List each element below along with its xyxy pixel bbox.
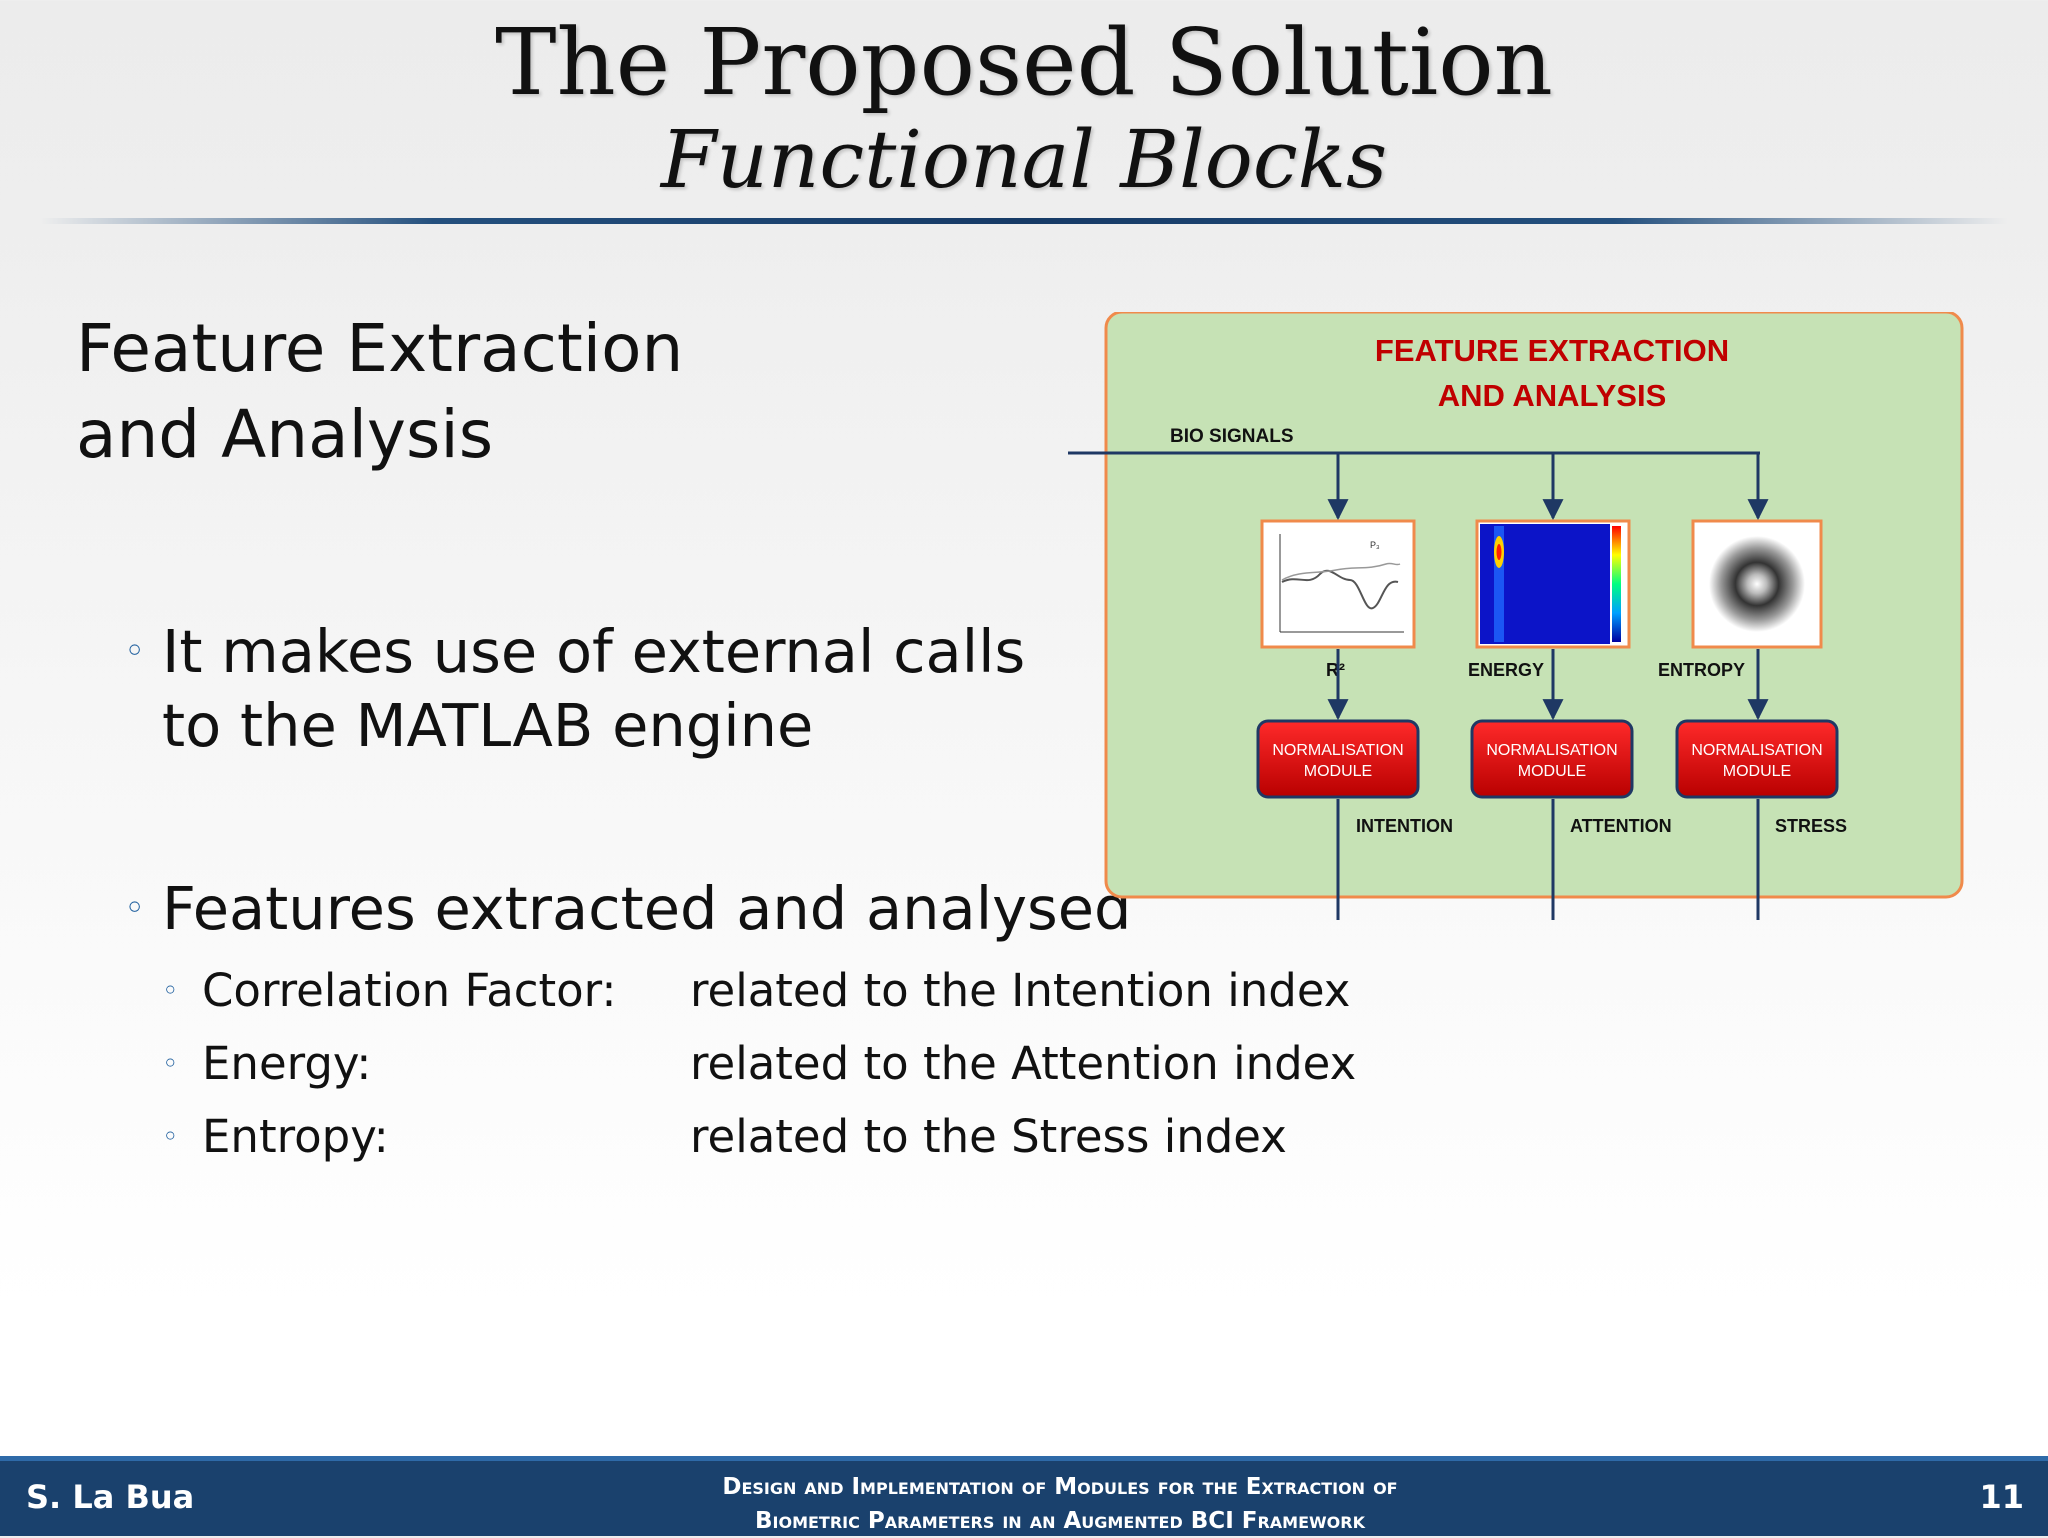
sub-bullet-circle-icon: ◦ — [162, 1120, 179, 1153]
bullet-matlab-calls: ◦ It makes use of external calls to the … — [124, 615, 1026, 763]
sub-bullet-desc: related to the Stress index — [690, 1110, 1287, 1163]
title-divider — [40, 218, 2008, 224]
sub-bullet-correlation: ◦ Correlation Factor: related to the Int… — [162, 962, 1350, 1020]
sub-bullet-desc: related to the Attention index — [690, 1037, 1357, 1090]
svg-text:NORMALISATION: NORMALISATION — [1691, 742, 1822, 759]
bullet-circle-icon: ◦ — [124, 888, 146, 929]
svg-text:MODULE: MODULE — [1518, 763, 1586, 780]
slide-subtitle: Functional Blocks — [660, 113, 1388, 206]
svg-text:P₃: P₃ — [1370, 540, 1380, 550]
normalisation-module-3: NORMALISATION MODULE — [1675, 719, 1839, 799]
bullet-circle-icon: ◦ — [124, 631, 146, 672]
bullet-text-line: It makes use of external calls — [162, 617, 1026, 686]
spectrogram-thumbnail — [1475, 519, 1631, 649]
sub-bullet-term: Energy: — [202, 1037, 372, 1090]
feature-extraction-diagram: FEATURE EXTRACTION AND ANALYSIS BIO SIGN… — [1068, 312, 1964, 920]
section-heading-line-2: and Analysis — [76, 396, 494, 473]
slide-title: The Proposed Solution — [495, 9, 1553, 116]
slide-number: 11 — [1979, 1478, 2024, 1516]
output-label-attention: ATTENTION — [1570, 816, 1672, 836]
entropy-scatter-thumbnail — [1691, 519, 1823, 649]
feature-label-energy: ENERGY — [1468, 660, 1544, 680]
sub-bullet-circle-icon: ◦ — [162, 1047, 179, 1080]
waveform-thumbnail: P₃ — [1260, 519, 1416, 649]
sub-bullet-entropy: ◦ Entropy: related to the Stress index — [162, 1108, 1287, 1166]
svg-text:NORMALISATION: NORMALISATION — [1486, 742, 1617, 759]
section-heading: Feature Extraction and Analysis — [76, 306, 683, 478]
footer-author: S. La Bua — [26, 1478, 195, 1516]
output-label-intention: INTENTION — [1356, 816, 1453, 836]
sub-bullet-term: Correlation Factor: — [202, 964, 617, 1017]
svg-text:NORMALISATION: NORMALISATION — [1272, 742, 1403, 759]
bullet-text-line: to the MATLAB engine — [162, 691, 814, 760]
bullet-text-line: Features extracted and analysed — [162, 874, 1132, 943]
footer-accent-line — [0, 1456, 2048, 1461]
bullet-features: ◦ Features extracted and analysed — [124, 872, 1132, 946]
svg-text:MODULE: MODULE — [1723, 763, 1791, 780]
bio-signals-label: BIO SIGNALS — [1170, 426, 1294, 447]
diagram-title-line-2: AND ANALYSIS — [1438, 378, 1667, 413]
sub-bullet-energy: ◦ Energy: related to the Attention index — [162, 1035, 1356, 1093]
sub-bullet-term: Entropy: — [202, 1110, 389, 1163]
diagram-title-line-1: FEATURE EXTRACTION — [1375, 333, 1729, 368]
svg-text:MODULE: MODULE — [1304, 763, 1372, 780]
feature-label-entropy: ENTROPY — [1658, 660, 1745, 680]
footer-title-line-1: Design and Implementation of Modules for… — [722, 1474, 1398, 1500]
footer-title: Design and Implementation of Modules for… — [560, 1470, 1560, 1538]
section-heading-line-1: Feature Extraction — [76, 310, 684, 387]
sub-bullet-desc: related to the Intention index — [690, 964, 1351, 1017]
normalisation-module-1: NORMALISATION MODULE — [1256, 719, 1420, 799]
normalisation-module-2: NORMALISATION MODULE — [1470, 719, 1634, 799]
output-label-stress: STRESS — [1775, 816, 1847, 836]
footer-title-line-2: Biometric Parameters in an Augmented BCI… — [754, 1508, 1365, 1534]
sub-bullet-circle-icon: ◦ — [162, 974, 179, 1007]
footer-bar — [0, 1456, 2048, 1536]
feature-label-r2: R² — [1326, 660, 1345, 680]
